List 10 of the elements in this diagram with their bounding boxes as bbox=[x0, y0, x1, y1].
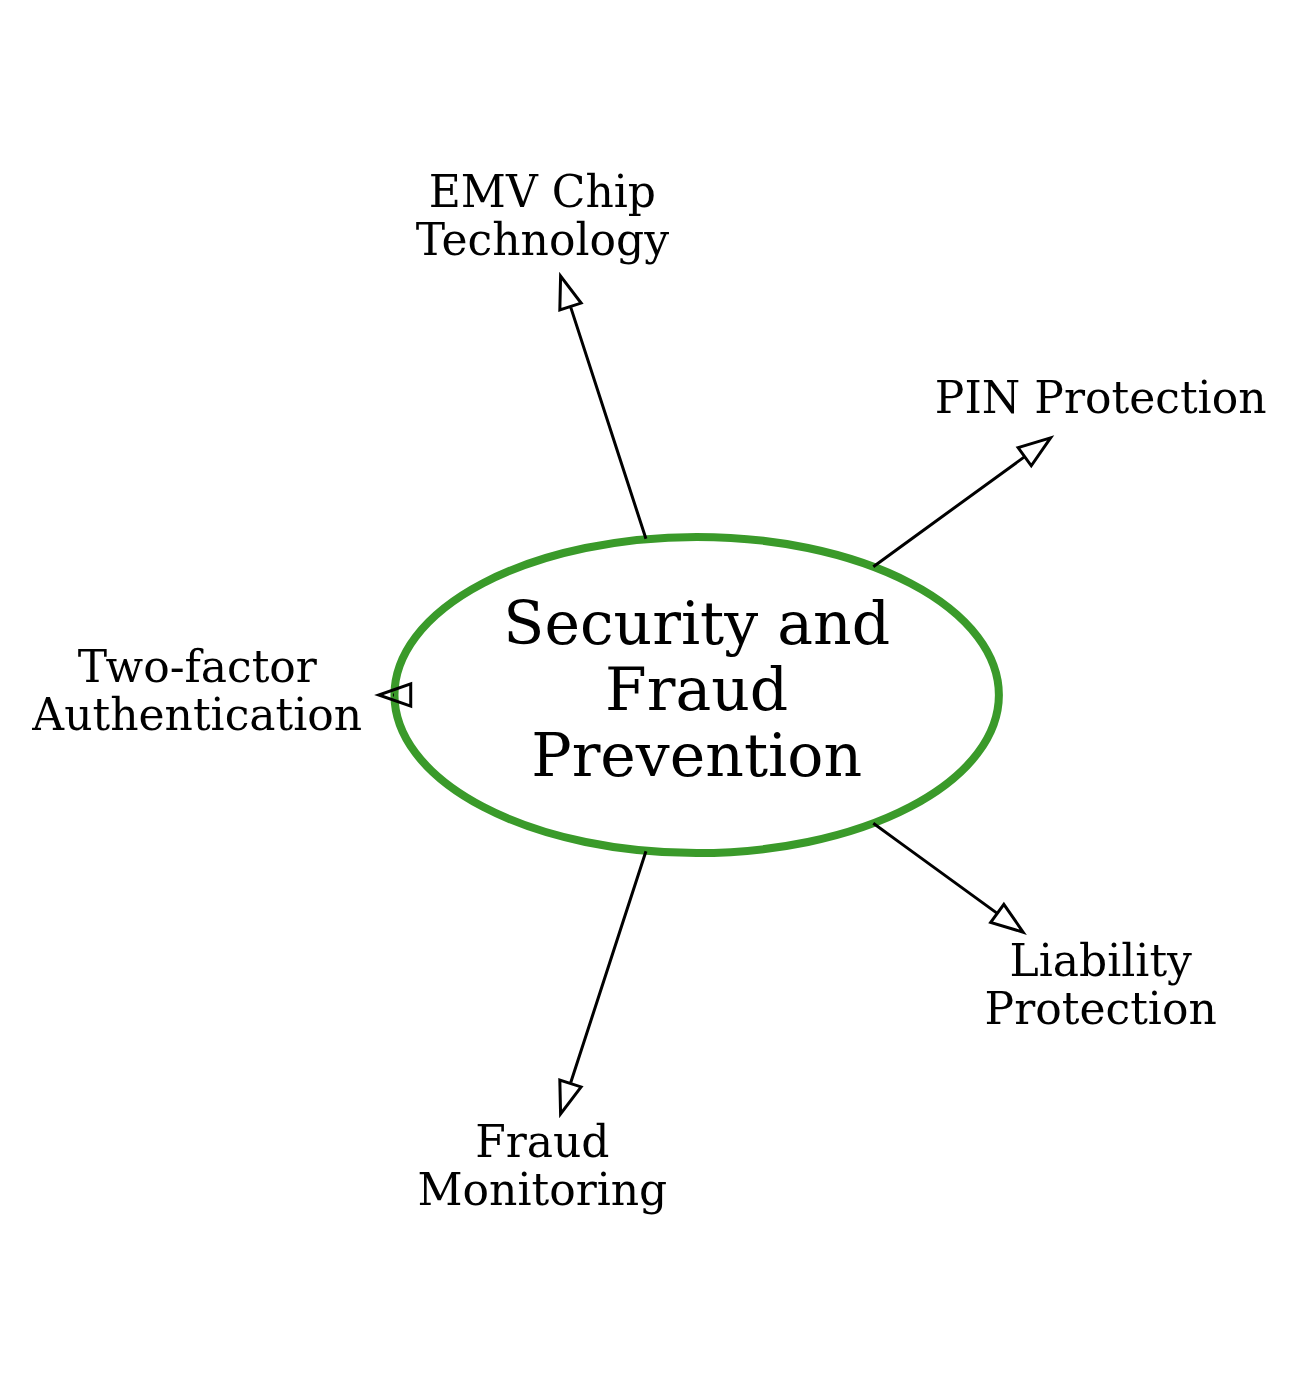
arrow bbox=[558, 271, 648, 540]
node-text: PIN Protection bbox=[934, 371, 1267, 423]
node-text: EMV Chip Technology bbox=[415, 166, 670, 266]
node-text: Liability Protection bbox=[984, 934, 1217, 1034]
arrow bbox=[558, 850, 648, 1119]
arrow bbox=[872, 435, 1055, 568]
arrow bbox=[872, 822, 1027, 935]
arrow bbox=[374, 681, 413, 709]
node-text: Fraud Monitoring bbox=[417, 1116, 668, 1216]
node-text: Two-factor Authentication bbox=[32, 641, 363, 741]
